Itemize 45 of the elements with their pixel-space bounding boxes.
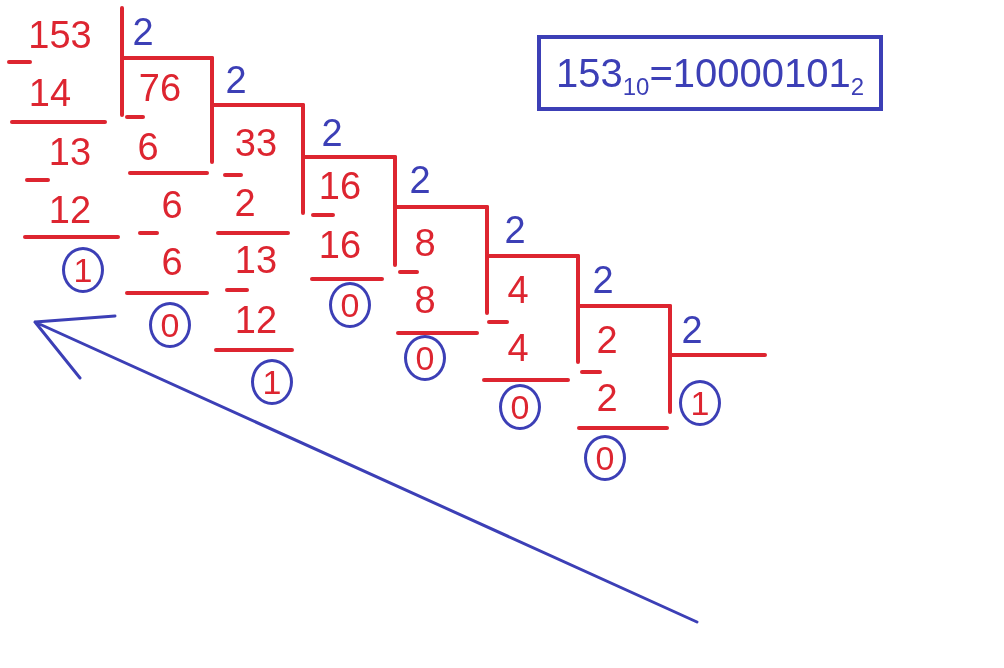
subtrahend-number: 2	[234, 184, 256, 222]
subtrahend-number: 8	[414, 281, 436, 319]
subtrahend-number: 2	[596, 379, 618, 417]
remainder-circle	[329, 282, 371, 328]
remainder-digit: 1	[73, 253, 93, 287]
divisor-number: 2	[504, 211, 526, 249]
subtrahend-number: 16	[318, 226, 362, 264]
result-box	[537, 35, 883, 111]
remainder-digit: 1	[262, 365, 282, 399]
conversion-result: 153$_{10}$=10000101$_{2}$	[555, 53, 865, 93]
remainder-digit: 0	[510, 390, 530, 424]
remainder-circle	[404, 335, 446, 381]
partial-difference-number: 13	[48, 133, 92, 171]
quotient-number: 16	[318, 167, 362, 205]
quotient-number: 33	[234, 124, 278, 162]
remainder-digit: 0	[595, 441, 615, 475]
remainder-circle	[62, 247, 104, 293]
quotient-number: 4	[507, 271, 529, 309]
subtrahend-number: 6	[161, 243, 183, 281]
partial-difference-number: 6	[161, 186, 183, 224]
subtrahend-number: 12	[48, 191, 92, 229]
divisor-number: 2	[681, 311, 703, 349]
divisor-number: 2	[225, 61, 247, 99]
subtrahend-number: 12	[234, 301, 278, 339]
remainder-circle	[149, 302, 191, 348]
remainder-digit: 0	[160, 308, 180, 342]
remainder-digit: 1	[690, 386, 710, 420]
divisor-number: 2	[409, 161, 431, 199]
remainder-circle	[499, 384, 541, 430]
subtrahend-number: 4	[507, 329, 529, 367]
quotient-number: 2	[596, 321, 618, 359]
remainder-circle	[584, 435, 626, 481]
remainder-circle	[251, 359, 293, 405]
divisor-number: 2	[321, 114, 343, 152]
subtrahend-number: 14	[28, 74, 72, 112]
divisor-number: 2	[592, 261, 614, 299]
quotient-number: 76	[138, 69, 182, 107]
remainder-circle	[679, 380, 721, 426]
dividend-number: 153	[28, 16, 92, 54]
remainder-digit: 0	[415, 341, 435, 375]
remainder-digit: 0	[340, 288, 360, 322]
quotient-number: 8	[414, 224, 436, 262]
divisor-number: 2	[132, 13, 154, 51]
partial-difference-number: 13	[234, 241, 278, 279]
subtrahend-number: 6	[137, 128, 159, 166]
